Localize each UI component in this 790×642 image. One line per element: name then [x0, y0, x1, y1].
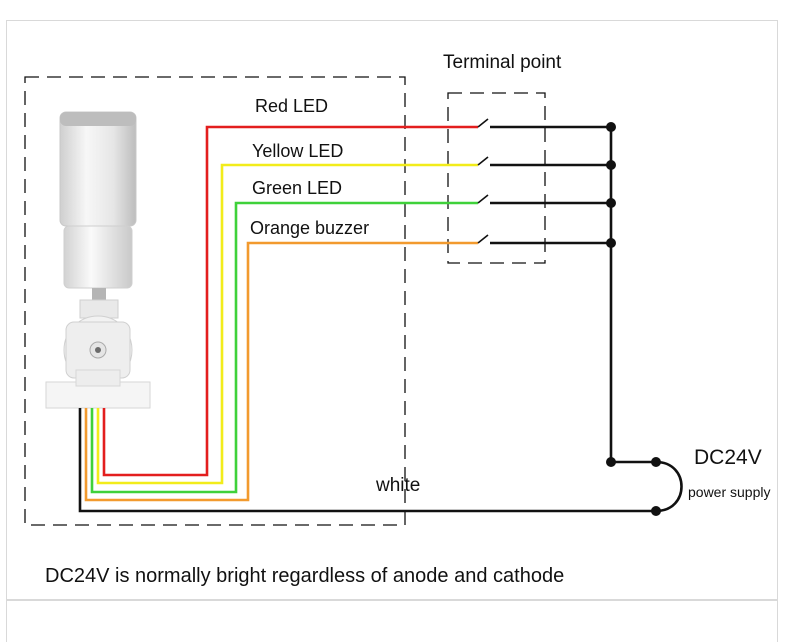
orange-buzzer-wire — [84, 241, 478, 502]
common-white-wire — [78, 408, 656, 513]
red-led-wire — [102, 125, 478, 477]
light-tower-enclosure — [24, 76, 406, 526]
yellow-led-wire — [96, 163, 478, 485]
orange-buzzer-label: Orange buzzer — [250, 218, 369, 238]
junction-dots — [606, 122, 661, 516]
yellow-led-label: Yellow LED — [252, 141, 343, 161]
green-led-wire — [90, 201, 478, 494]
power-supply-label: power supply — [688, 484, 771, 500]
red-led-label: Red LED — [255, 96, 328, 116]
white-wire-label: white — [375, 475, 420, 496]
lower-panel-frame — [6, 600, 778, 642]
bus-wiring — [490, 125, 683, 513]
dc24v-label: DC24V — [694, 446, 762, 469]
signal-tower-device — [45, 111, 151, 409]
green-led-label: Green LED — [252, 178, 342, 198]
caption-text: DC24V is normally bright regardless of a… — [45, 565, 564, 587]
diagram-frame — [6, 20, 778, 600]
terminal-switches — [477, 118, 489, 244]
terminal-point-box — [447, 92, 546, 264]
terminal-point-label: Terminal point — [443, 52, 562, 73]
